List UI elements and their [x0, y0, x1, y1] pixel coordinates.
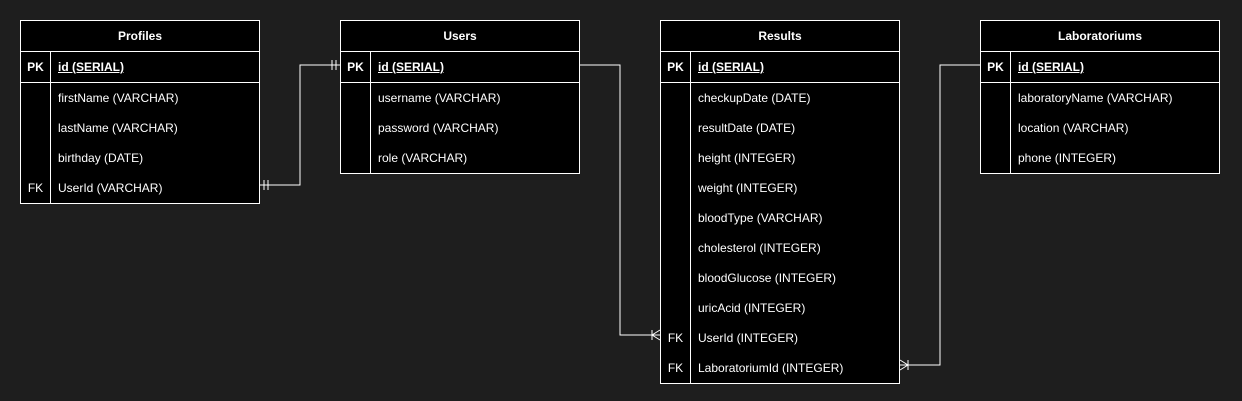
field-row: lastName (VARCHAR) — [21, 113, 259, 143]
entity-users[interactable]: Users PK id (SERIAL) username (VARCHAR) … — [340, 20, 580, 174]
field-row: location (VARCHAR) — [981, 113, 1219, 143]
field-row: height (INTEGER) — [661, 143, 899, 173]
field-label: lastName (VARCHAR) — [58, 121, 178, 135]
field-row: FK UserId (INTEGER) — [661, 323, 899, 353]
field-label: height (INTEGER) — [698, 151, 796, 165]
entity-profiles[interactable]: Profiles PK id (SERIAL) firstName (VARCH… — [20, 20, 260, 204]
field-label: birthday (DATE) — [58, 151, 144, 165]
field-row: PK id (SERIAL) — [341, 52, 579, 83]
field-label: id (SERIAL) — [378, 60, 444, 74]
key-label — [661, 233, 691, 263]
field-row: PK id (SERIAL) — [21, 52, 259, 83]
key-label — [981, 143, 1011, 173]
field-label: resultDate (DATE) — [698, 121, 796, 135]
connector-line — [260, 64, 340, 186]
connector-line — [900, 64, 980, 366]
key-label — [981, 113, 1011, 143]
key-label — [661, 173, 691, 203]
crows-foot-marker — [899, 359, 909, 371]
key-label — [661, 143, 691, 173]
field-row: bloodGlucose (INTEGER) — [661, 263, 899, 293]
key-label — [661, 203, 691, 233]
key-label — [21, 143, 51, 173]
entity-results[interactable]: Results PK id (SERIAL) checkupDate (DATE… — [660, 20, 900, 384]
field-row: PK id (SERIAL) — [981, 52, 1219, 83]
key-label — [341, 113, 371, 143]
field-row: cholesterol (INTEGER) — [661, 233, 899, 263]
field-label: laboratoryName (VARCHAR) — [1018, 91, 1173, 105]
field-label: checkupDate (DATE) — [698, 91, 811, 105]
field-label: weight (INTEGER) — [698, 181, 798, 195]
key-label: FK — [661, 323, 691, 353]
entity-title: Profiles — [21, 21, 259, 52]
field-label: UserId (VARCHAR) — [58, 181, 163, 195]
field-row: phone (INTEGER) — [981, 143, 1219, 173]
field-row: bloodType (VARCHAR) — [661, 203, 899, 233]
entity-title: Laboratoriums — [981, 21, 1219, 52]
key-label: PK — [21, 52, 51, 82]
key-label: PK — [661, 52, 691, 82]
field-row: FK UserId (VARCHAR) — [21, 173, 259, 203]
key-label — [661, 83, 691, 113]
field-label: bloodType (VARCHAR) — [698, 211, 823, 225]
field-row: laboratoryName (VARCHAR) — [981, 83, 1219, 113]
key-label — [661, 293, 691, 323]
key-label: FK — [661, 353, 691, 383]
field-label: username (VARCHAR) — [378, 91, 501, 105]
field-row: resultDate (DATE) — [661, 113, 899, 143]
crows-foot-marker — [651, 329, 661, 341]
field-row: checkupDate (DATE) — [661, 83, 899, 113]
entity-laboratoriums[interactable]: Laboratoriums PK id (SERIAL) laboratoryN… — [980, 20, 1220, 174]
entity-title: Results — [661, 21, 899, 52]
key-label — [21, 83, 51, 113]
field-label: id (SERIAL) — [1018, 60, 1084, 74]
key-label — [981, 83, 1011, 113]
field-row: birthday (DATE) — [21, 143, 259, 173]
field-row: role (VARCHAR) — [341, 143, 579, 173]
field-label: location (VARCHAR) — [1018, 121, 1129, 135]
field-label: cholesterol (INTEGER) — [698, 241, 821, 255]
field-row: username (VARCHAR) — [341, 83, 579, 113]
field-label: LaboratoriumId (INTEGER) — [698, 361, 844, 375]
field-label: id (SERIAL) — [58, 60, 124, 74]
field-row: FK LaboratoriumId (INTEGER) — [661, 353, 899, 383]
field-label: role (VARCHAR) — [378, 151, 468, 165]
field-label: password (VARCHAR) — [378, 121, 499, 135]
entity-title: Users — [341, 21, 579, 52]
field-label: firstName (VARCHAR) — [58, 91, 179, 105]
relationship-users-results — [580, 64, 661, 341]
key-label — [341, 143, 371, 173]
key-label: FK — [21, 173, 51, 203]
field-row: firstName (VARCHAR) — [21, 83, 259, 113]
key-label — [21, 113, 51, 143]
connector-line — [580, 64, 660, 336]
key-label — [661, 263, 691, 293]
relationship-profiles-users — [260, 60, 340, 190]
field-row: password (VARCHAR) — [341, 113, 579, 143]
key-label — [341, 83, 371, 113]
field-row: PK id (SERIAL) — [661, 52, 899, 83]
key-label: PK — [981, 52, 1011, 82]
field-label: bloodGlucose (INTEGER) — [698, 271, 837, 285]
relationship-laboratoriums-results — [899, 64, 980, 371]
field-label: UserId (INTEGER) — [698, 331, 799, 345]
field-label: phone (INTEGER) — [1018, 151, 1117, 165]
field-label: uricAcid (INTEGER) — [698, 301, 806, 315]
key-label — [661, 113, 691, 143]
field-label: id (SERIAL) — [698, 60, 764, 74]
key-label: PK — [341, 52, 371, 82]
field-row: weight (INTEGER) — [661, 173, 899, 203]
field-row: uricAcid (INTEGER) — [661, 293, 899, 323]
